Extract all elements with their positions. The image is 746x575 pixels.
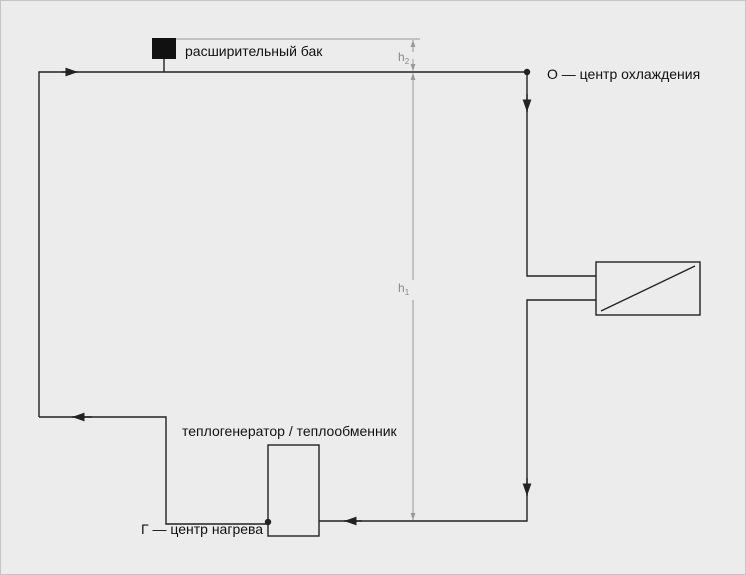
pipe-to-radiator xyxy=(526,72,596,277)
heating-center-point xyxy=(264,518,272,526)
heating-center-label: Г — центр нагрева xyxy=(141,521,263,537)
radiator-diagonal xyxy=(600,265,696,312)
expansion-tank-label: расширительный бак xyxy=(185,43,323,59)
return-pipe-left xyxy=(39,416,268,525)
heat-generator-label: теплогенератор / теплообменник xyxy=(182,423,398,439)
h2-label: h2 xyxy=(398,50,410,66)
dimension-lines xyxy=(176,38,420,520)
heat-generator-box xyxy=(267,444,320,537)
flow-arrows xyxy=(62,67,532,526)
supply-pipe-top xyxy=(38,71,527,417)
pipe-from-radiator xyxy=(319,299,596,522)
circulation-loop xyxy=(38,71,596,525)
h1-label: h1 xyxy=(398,281,410,297)
cooling-center-label: О — центр охлаждения xyxy=(547,66,700,82)
cooling-center-point xyxy=(523,68,531,76)
expansion-tank-icon xyxy=(152,38,176,59)
